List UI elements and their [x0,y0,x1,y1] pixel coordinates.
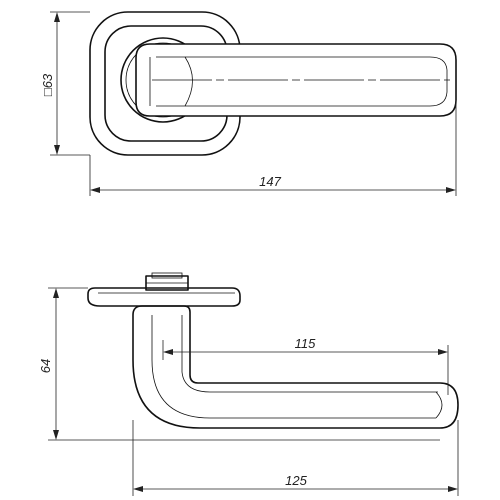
dim-125-arrow-right [448,486,458,492]
dim-147-arrow-left [90,187,100,193]
lever-side-tip [435,391,443,419]
lever-side-outer [132,305,459,429]
dim-125-label: 125 [285,473,307,488]
dim-115-label: 115 [295,336,316,351]
dim-64-arrow-top [53,288,59,298]
dim-63-arrow-top [54,12,60,22]
dim-64-label: 64 [38,359,53,373]
dim-115-arrow-left [163,349,173,355]
dim-115-arrow-right [438,349,448,355]
dim-63-arrow-bottom [54,145,60,155]
dim-147-label: 147 [259,174,281,189]
lever-side-inner-top [181,315,438,393]
top-view: □63 147 [40,11,457,196]
side-view: 64 115 125 [38,272,459,496]
spindle-cap-inner [151,272,183,279]
dim-147-arrow-right [446,187,456,193]
dim-64-arrow-bottom [53,430,59,440]
rosette-plate [87,287,241,307]
lever-side-inner [151,315,436,419]
lever-neck [149,56,193,107]
dim-63-label: □63 [40,73,55,96]
lever-top-inner [156,56,448,107]
dim-125-arrow-left [133,486,143,492]
